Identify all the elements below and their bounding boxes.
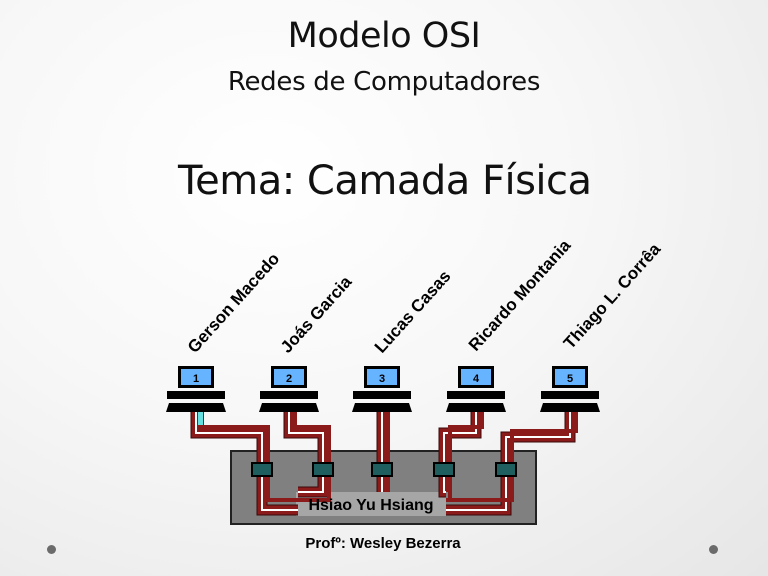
screen bbox=[461, 369, 491, 385]
computer-case bbox=[353, 391, 411, 399]
keyboard bbox=[446, 403, 506, 412]
computer-name-2: Joás Garcia bbox=[277, 272, 356, 357]
computer-number: 2 bbox=[286, 373, 292, 385]
hub-port-1 bbox=[251, 462, 273, 477]
computer-2: 2 bbox=[259, 366, 319, 412]
computer-number: 5 bbox=[567, 373, 573, 385]
keyboard bbox=[166, 403, 226, 412]
hub-port-4 bbox=[433, 462, 455, 477]
computer-number: 4 bbox=[473, 373, 480, 385]
professor-label: Profº: Wesley Bezerra bbox=[305, 535, 461, 552]
computers: 1 2 3 4 5 bbox=[166, 366, 600, 412]
hub-port-2 bbox=[312, 462, 334, 477]
computer-case bbox=[447, 391, 505, 399]
computer-name-5: Thiago L. Corrêa bbox=[560, 239, 665, 352]
computer-1: 1 bbox=[166, 366, 226, 412]
cable-2 bbox=[283, 412, 329, 498]
screen bbox=[274, 369, 304, 385]
computer-case bbox=[260, 391, 318, 399]
computer-number: 1 bbox=[193, 373, 199, 385]
computer-number: 3 bbox=[379, 373, 385, 385]
cable-1 bbox=[190, 412, 298, 516]
screen bbox=[367, 369, 397, 385]
slide-title: Modelo OSI bbox=[287, 16, 481, 56]
slide-topic: Tema: Camada Física bbox=[178, 158, 592, 204]
computer-name-1: Gerson Macedo bbox=[184, 249, 283, 356]
keyboard bbox=[540, 403, 600, 412]
computer-3: 3 bbox=[352, 366, 412, 412]
computer-4: 4 bbox=[446, 366, 506, 412]
screen bbox=[555, 369, 585, 385]
screen bbox=[181, 369, 211, 385]
keyboard bbox=[352, 403, 412, 412]
cables bbox=[190, 412, 578, 516]
cable-strand bbox=[293, 412, 331, 502]
hub-port-3 bbox=[371, 462, 393, 477]
hub-ports bbox=[251, 462, 517, 477]
computer-case bbox=[167, 391, 225, 399]
computer-5: 5 bbox=[540, 366, 600, 412]
cable-5 bbox=[446, 412, 576, 516]
cable-strand bbox=[446, 412, 578, 502]
computer-name-3: Lucas Casas bbox=[371, 267, 455, 357]
hub-label: Hsiao Yu Hsiang bbox=[308, 497, 433, 514]
nav-dot-left bbox=[47, 545, 56, 554]
nav-dot-right bbox=[709, 545, 718, 554]
cable-highlight bbox=[198, 412, 203, 425]
keyboard bbox=[259, 403, 319, 412]
computer-case bbox=[541, 391, 599, 399]
slide-subtitle: Redes de Computadores bbox=[227, 67, 541, 97]
computer-name-4: Ricardo Montania bbox=[465, 236, 575, 355]
hub-port-5 bbox=[495, 462, 517, 477]
